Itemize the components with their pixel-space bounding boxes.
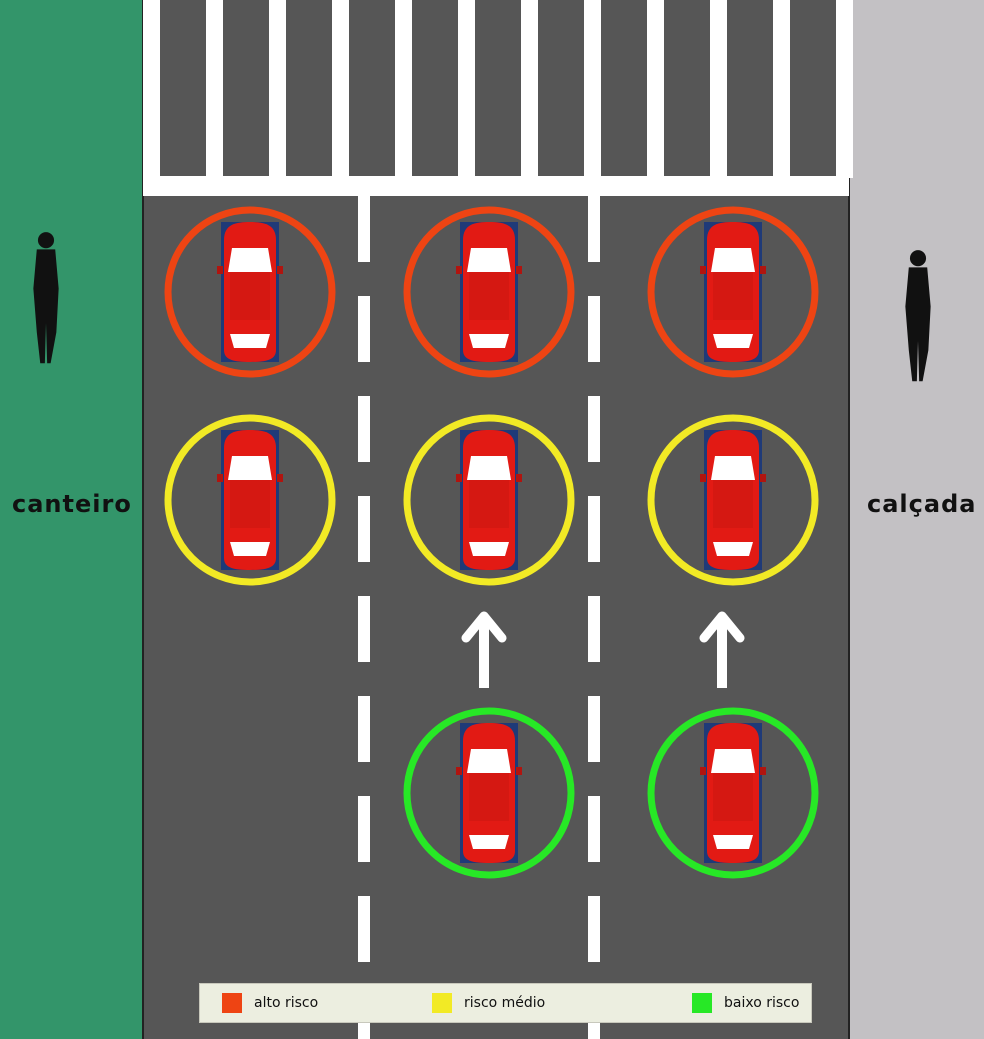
car-icon [456, 222, 522, 362]
sidewalk [849, 0, 984, 1039]
crosswalk-stripe [647, 0, 664, 178]
crosswalk-stripe [206, 0, 223, 178]
car-icon [456, 723, 522, 863]
lane-divider-dash [588, 596, 600, 662]
legend: alto risco risco médio baixo risco [199, 983, 812, 1023]
lane-divider-dash [358, 596, 370, 662]
car-icon [700, 723, 766, 863]
sidewalk-label: calçada [867, 490, 976, 518]
lane-divider-dash [588, 896, 600, 962]
crosswalk-stripe [269, 0, 286, 178]
crosswalk-stripe [710, 0, 727, 178]
lane-divider-dash [588, 296, 600, 362]
car-icon [700, 222, 766, 362]
legend-label-medium: risco médio [464, 995, 545, 1011]
lane-divider-dash [358, 696, 370, 762]
lane-divider-dash [588, 396, 600, 462]
car-icon [217, 222, 283, 362]
car-icon [456, 430, 522, 570]
lane-divider-dash [358, 196, 370, 262]
lane-divider-dash [358, 796, 370, 862]
legend-item-medium: risco médio [432, 993, 545, 1013]
crosswalk-stripe [836, 0, 853, 178]
car-icon [700, 430, 766, 570]
legend-label-low: baixo risco [724, 995, 799, 1011]
stop-line [143, 176, 849, 196]
lane-divider-dash [588, 496, 600, 562]
median-label: canteiro [12, 490, 132, 518]
crosswalk-stripe [395, 0, 412, 178]
lane-divider-dash [358, 396, 370, 462]
lane-divider-dash [588, 796, 600, 862]
crosswalk-stripe [143, 0, 160, 178]
legend-item-low: baixo risco [692, 993, 799, 1013]
crosswalk-stripe [584, 0, 601, 178]
lane-divider-dash [358, 496, 370, 562]
crosswalk-stripe [332, 0, 349, 178]
lane-divider-dash [358, 896, 370, 962]
car-icon [217, 430, 283, 570]
crosswalk-stripe [521, 0, 538, 178]
lane-divider-dash [588, 196, 600, 262]
crosswalk-stripe [773, 0, 790, 178]
crosswalk-stripe [458, 0, 475, 178]
lane-divider-dash [588, 696, 600, 762]
legend-swatch-medium [432, 993, 452, 1013]
lane-divider-dash [358, 296, 370, 362]
median [0, 0, 143, 1039]
legend-label-high: alto risco [254, 995, 318, 1011]
legend-swatch-low [692, 993, 712, 1013]
legend-swatch-high [222, 993, 242, 1013]
legend-item-high: alto risco [222, 993, 318, 1013]
